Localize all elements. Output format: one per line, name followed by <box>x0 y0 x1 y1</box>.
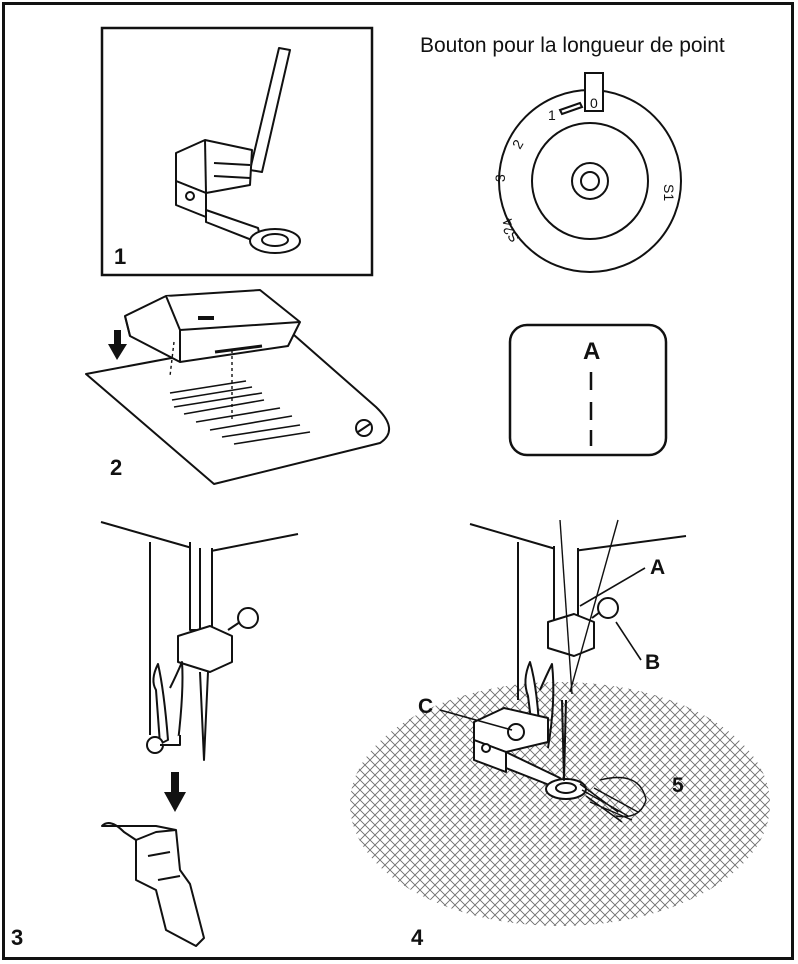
darning-foot-drawing <box>175 47 301 254</box>
dial-mark-2: 2 <box>509 137 527 152</box>
figure-3-needle-bar <box>100 521 299 947</box>
figure-number-2: 2 <box>110 455 123 480</box>
stitch-display-label: A <box>583 338 601 365</box>
figure-number-4: 4 <box>411 925 424 950</box>
dial-title: Bouton pour la longueur de point <box>420 34 725 57</box>
dial-mark-s1: S1 <box>661 184 677 201</box>
dial-mark-1: 1 <box>548 107 556 123</box>
stitch-display-window <box>508 323 668 457</box>
dial-mark-0: 0 <box>590 95 598 111</box>
dial-number-marks: 0 1 2 3 4 S2 S1 <box>492 95 677 245</box>
dial-mark-3: 3 <box>492 174 508 182</box>
down-arrow-icon <box>164 772 186 812</box>
callout-a: A <box>650 556 666 579</box>
figure-4-darning <box>350 519 770 926</box>
figure-2-template <box>85 289 390 485</box>
callout-c: C <box>418 695 434 718</box>
stitch-length-dial <box>498 72 682 273</box>
figure-1-panel <box>100 26 374 277</box>
figure-number-3: 3 <box>11 925 24 950</box>
callout-5: 5 <box>672 774 684 797</box>
callout-b: B <box>645 651 661 674</box>
leader-lines <box>439 567 646 731</box>
figure-number-1: 1 <box>114 244 127 269</box>
down-arrow-icon <box>108 330 127 360</box>
